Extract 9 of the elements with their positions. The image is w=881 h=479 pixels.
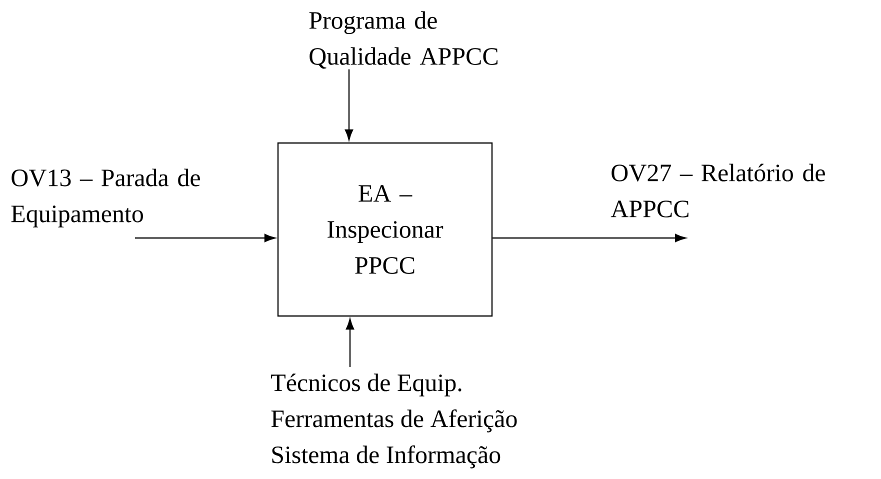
mechanism-text: Técnicos de Equip. Ferramentas de Aferição Sistema de Informação: [271, 374, 517, 468]
arrow: [135, 234, 276, 242]
control-text: Programa de Qualidade APPCC: [309, 11, 498, 69]
edge-label: OV27 – Relatório de APPCC: [610, 164, 825, 218]
process-box: EA – Inspecionar PPCC: [277, 142, 493, 317]
arrow: [492, 234, 686, 242]
arrow: [344, 69, 354, 140]
edge-label: OV13 – Parada de Equipamento: [11, 168, 200, 228]
arrow: [346, 318, 354, 330]
